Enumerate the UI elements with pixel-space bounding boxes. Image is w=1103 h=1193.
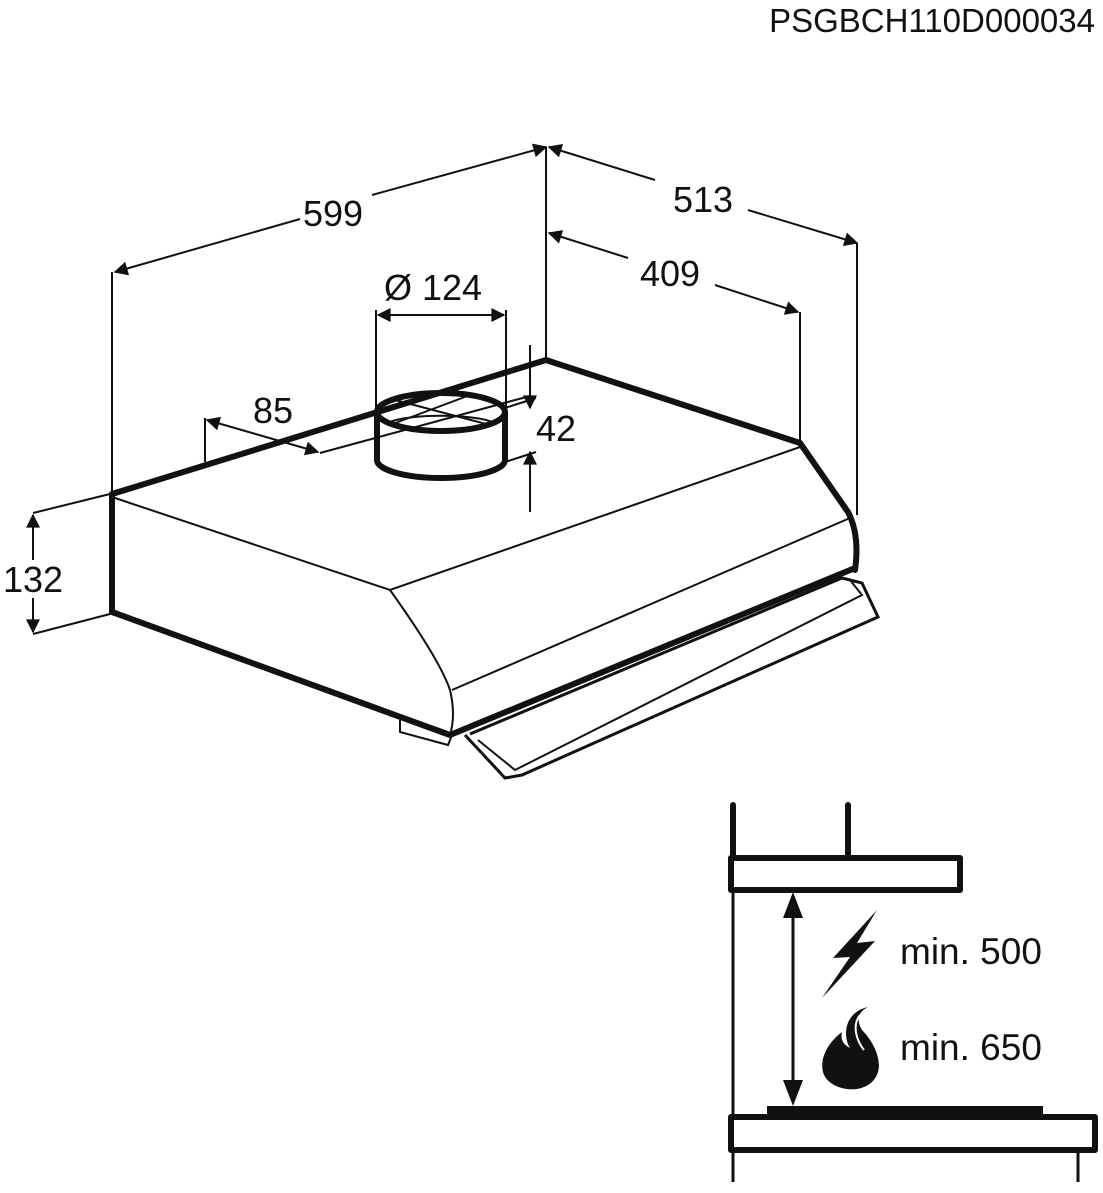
height-label: 132 [3,559,63,600]
width-label: 599 [303,193,363,234]
electric-min-label: min. 500 [900,931,1042,972]
document-code: PSGBCH110D000034 [769,2,1095,39]
flame-icon [822,1007,879,1090]
hood-drawing [109,357,881,780]
gas-min-label: min. 650 [900,1027,1042,1068]
installation-diagram: min. 500 min. 650 [728,802,1098,1182]
depth-duct-label: 409 [640,253,700,294]
duct-offset-label: 85 [253,390,293,431]
duct-height-label: 42 [536,408,576,449]
duct-diameter-label: Ø 124 [384,267,482,308]
depth-total-label: 513 [673,179,733,220]
counter-block [728,1114,1098,1153]
cooktop [767,1106,1043,1117]
dimension-lines [26,143,859,635]
hood-block [728,855,963,893]
lightning-icon [822,910,877,998]
dimension-labels: 599 513 409 Ø 124 85 42 132 [3,179,733,600]
